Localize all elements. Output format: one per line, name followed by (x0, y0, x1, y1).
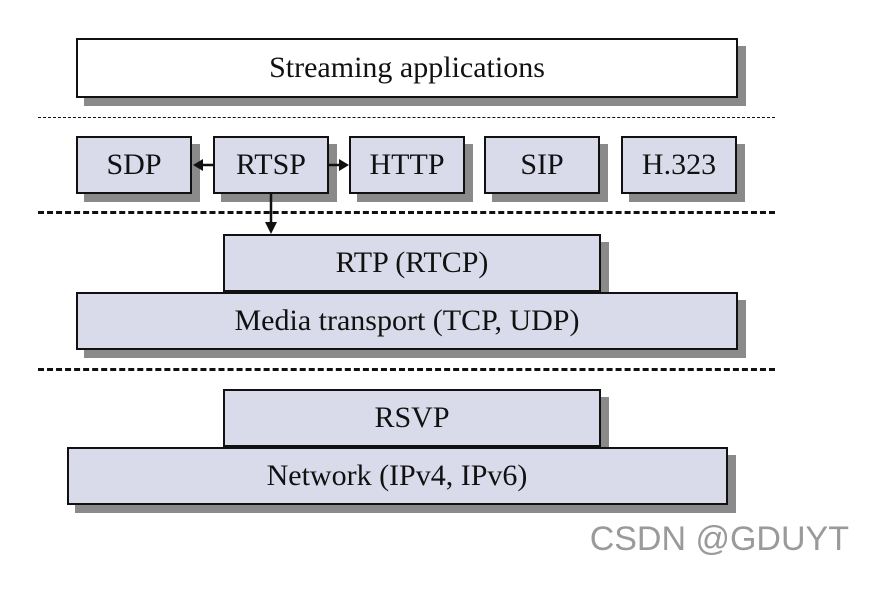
rtsp-box (213, 136, 329, 194)
network-label: Network (IPv4, IPv6) (266, 459, 528, 492)
sdp-box (76, 136, 192, 194)
rtp-box (223, 234, 601, 292)
media-transport-label: Media transport (TCP, UDP) (234, 304, 580, 337)
layer-divider-session (38, 211, 775, 214)
arrowhead-http (339, 159, 349, 171)
layer-divider-transport (38, 368, 775, 371)
sip-label: SIP (520, 148, 564, 181)
rtp-label: RTP (RTCP) (335, 246, 489, 279)
sdp-label: SDP (106, 148, 162, 181)
rsvp-box (223, 389, 601, 447)
http-label: HTTP (369, 148, 445, 181)
arrowhead-sdp (193, 159, 203, 171)
rtsp-label: RTSP (236, 148, 306, 181)
watermark-text: CSDN @GDUYT (589, 520, 849, 558)
network-box (67, 447, 728, 505)
streaming-applications-label: Streaming applications (269, 51, 545, 84)
media-transport-box (76, 292, 738, 350)
arrowhead-rtp (265, 222, 277, 234)
streaming-applications-box (76, 38, 738, 98)
sip-box (484, 136, 600, 194)
layer-divider-top (38, 117, 775, 118)
http-box (349, 136, 465, 194)
h323-box (621, 136, 737, 194)
rsvp-label: RSVP (374, 401, 450, 434)
h323-label: H.323 (641, 148, 717, 181)
